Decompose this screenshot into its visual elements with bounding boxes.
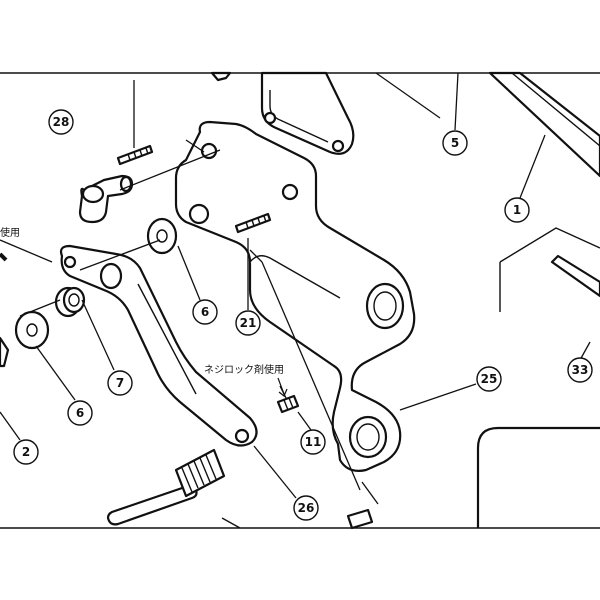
callout-28-label: 28 [53, 115, 70, 129]
callout-21-label: 21 [240, 316, 257, 330]
callout-5-label: 5 [451, 136, 459, 150]
callout-6-upper-label: 6 [201, 305, 209, 319]
callout-28: 28 [48, 109, 74, 135]
set-screw-part-11 [276, 394, 300, 414]
screw-upper [116, 144, 154, 166]
washer-part-6-upper [146, 217, 178, 255]
threaded-rod [106, 448, 226, 526]
callout-7-label: 7 [116, 376, 124, 390]
callout-6-lower-label: 6 [76, 406, 84, 420]
callout-7: 7 [107, 370, 133, 396]
bolt-bottom [346, 508, 374, 530]
callout-25: 25 [476, 366, 502, 392]
left-edge-note: 使用 [0, 226, 20, 239]
callout-33: 33 [567, 357, 593, 383]
callout-26: 26 [293, 495, 319, 521]
bushing-part-7 [54, 286, 86, 318]
callout-11-label: 11 [305, 435, 322, 449]
callout-2-label: 2 [22, 445, 30, 459]
callout-1-label: 1 [513, 203, 521, 217]
rod-part-33 [499, 227, 600, 312]
callout-26-label: 26 [298, 501, 315, 515]
thread-left-edge [0, 252, 8, 262]
callout-33-label: 33 [572, 363, 589, 377]
screw-part-21 [234, 212, 272, 234]
spacer-part-28 [78, 174, 134, 224]
frame-part-1 [488, 71, 600, 178]
callout-1: 1 [504, 197, 530, 223]
callout-11: 11 [300, 429, 326, 455]
callout-6-lower: 6 [67, 400, 93, 426]
callout-21: 21 [235, 310, 261, 336]
bolt-part-2 [0, 336, 10, 368]
upper-bracket-part-5 [210, 71, 355, 155]
callout-25-label: 25 [481, 372, 498, 386]
main-bracket-plate-part-25 [174, 120, 416, 472]
callout-6-upper: 6 [192, 299, 218, 325]
washer-part-6-lower [14, 310, 50, 350]
bottom-right-panel [476, 426, 600, 528]
callout-5: 5 [442, 130, 468, 156]
thread-lock-arrow [277, 377, 288, 397]
leader-lines [0, 72, 591, 529]
shift-lever-arm-part-26 [59, 244, 258, 447]
callout-2: 2 [13, 439, 39, 465]
thread-lock-note: ネジロック剤使用 [204, 363, 284, 376]
